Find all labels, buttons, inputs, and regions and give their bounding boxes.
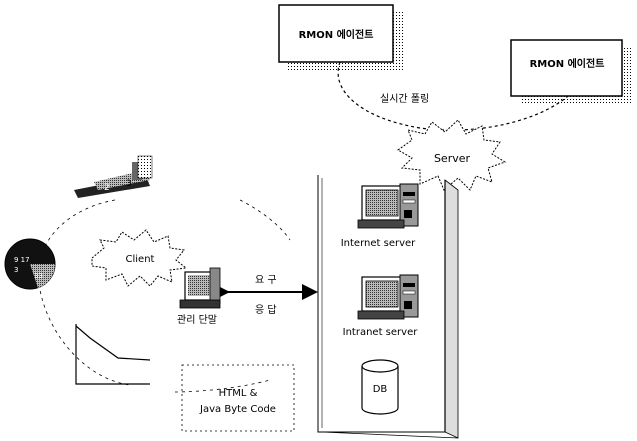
internet-server-computer (357, 183, 419, 229)
pie-chart-icon: 9 17 3 33 (4, 238, 56, 290)
terminal-label: 관리 단말 (177, 314, 217, 326)
html-java-box: HTML & Java Byte Code (181, 364, 295, 432)
client-dashed-circle (37, 199, 291, 393)
pie-label-2: 3 (14, 266, 18, 274)
client-label: Client (126, 254, 155, 265)
internet-server-label: Internet server (341, 238, 416, 249)
db-label: DB (373, 384, 388, 395)
client-cloud: Client (91, 229, 188, 287)
intranet-server-label: Intranet server (343, 327, 419, 338)
rmon-agent-label-2: RMON 에이전트 (530, 57, 605, 70)
server-cloud: Server (397, 119, 507, 191)
management-terminal-computer (179, 267, 221, 309)
rmon-agent-box-2: RMON 에이전트 (510, 39, 633, 104)
intranet-server-computer (357, 274, 419, 320)
bar-label-2: 2 (104, 183, 110, 193)
html-line2: Java Byte Code (199, 404, 276, 415)
response-label: 응 답 (255, 304, 277, 316)
polling-label: 실시간 폴링 (380, 93, 429, 105)
request-label: 요 구 (255, 275, 277, 286)
server-label: Server (434, 152, 471, 165)
rmon-agent-box-1: RMON 에이전트 (278, 4, 404, 70)
html-line1: HTML & (219, 388, 258, 399)
pie-label-3: 33 (34, 272, 43, 280)
server-rack (317, 175, 459, 439)
polling-curve (337, 61, 569, 131)
bar-chart-icon: 2 3 (74, 155, 153, 198)
rmon-agent-label-1: RMON 에이전트 (299, 28, 374, 41)
db-cylinder: DB (361, 359, 399, 415)
bar-label-3: 3 (126, 179, 132, 189)
line-chart-icon (75, 324, 151, 385)
pie-label-1: 9 17 (14, 256, 30, 264)
